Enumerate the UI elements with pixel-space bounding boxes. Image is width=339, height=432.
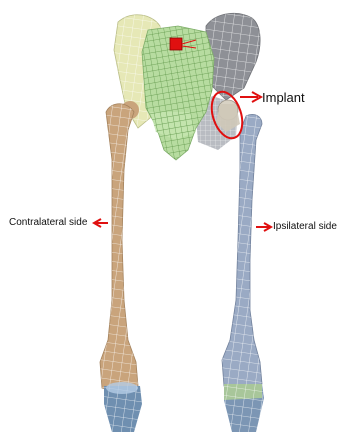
- ipsilateral-side-label: Ipsilateral side: [273, 222, 337, 232]
- right-tibia: [224, 384, 264, 432]
- implant-arrow-icon: [240, 92, 261, 102]
- contralateral-side-label: Contralateral side: [9, 218, 87, 228]
- left-femur: [100, 101, 139, 392]
- contralateral-arrow-icon: [94, 219, 108, 227]
- implant-label: Implant: [262, 91, 305, 104]
- right-femur: [222, 114, 262, 390]
- ipsilateral-arrow-icon: [256, 223, 271, 231]
- left-tibia: [104, 382, 142, 432]
